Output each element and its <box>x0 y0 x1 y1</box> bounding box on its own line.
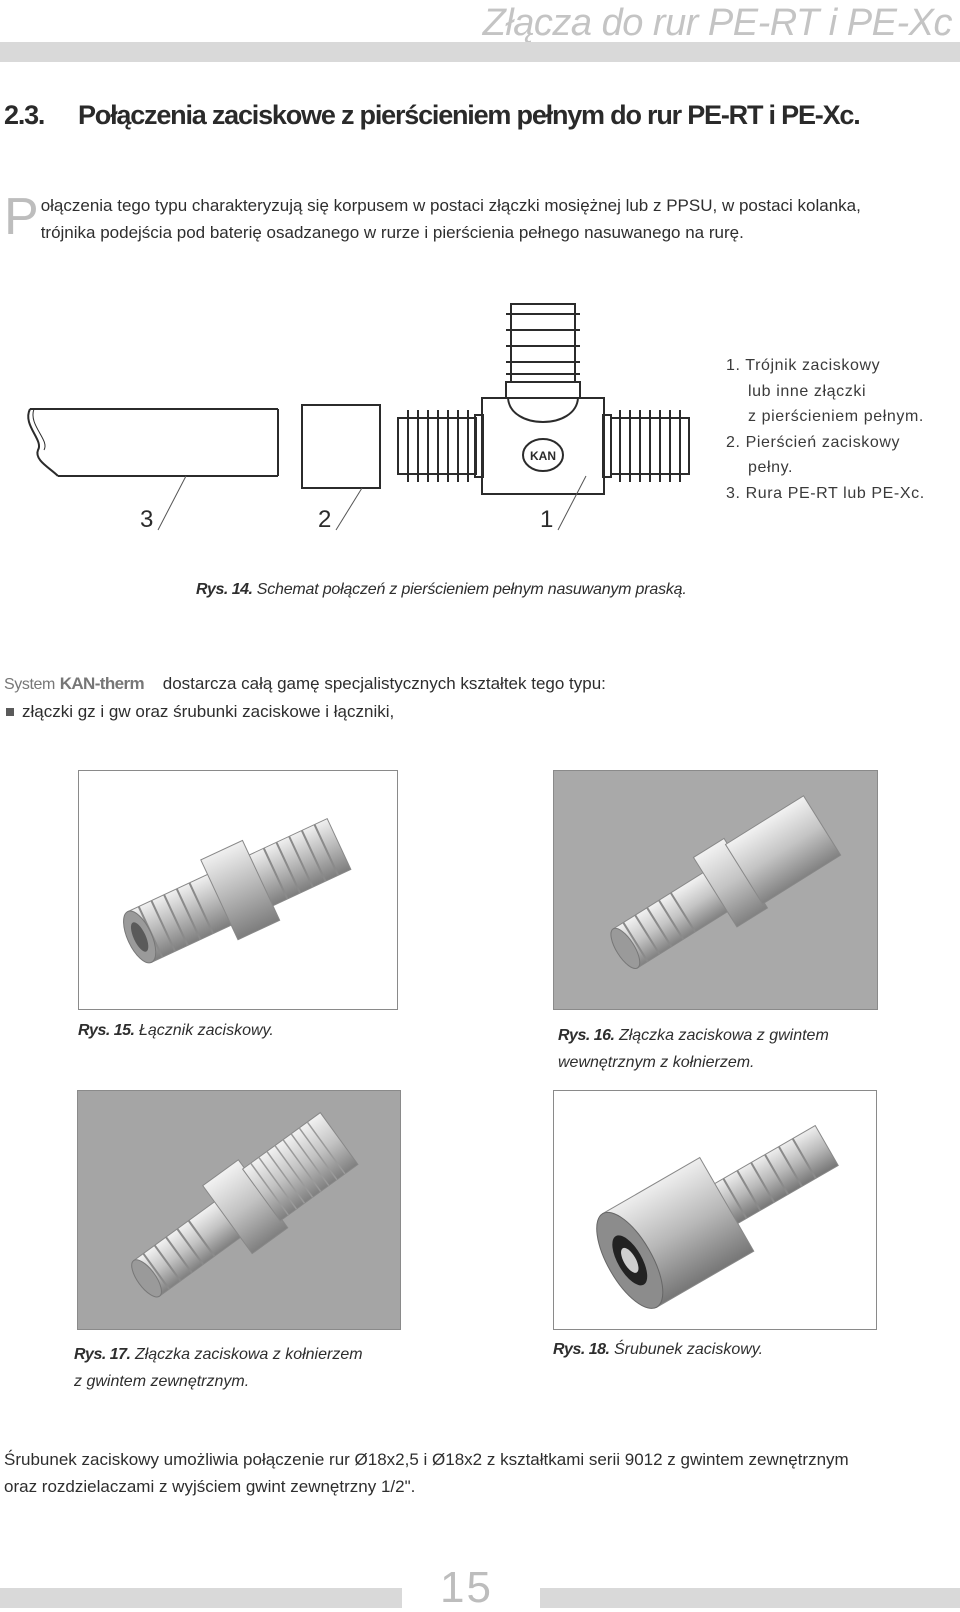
logo-text: KAN <box>530 449 556 463</box>
diagram-label-1: 1 <box>540 506 553 533</box>
intro-paragraph: P ołączenia tego typu charakteryzują się… <box>4 188 954 246</box>
drop-cap: P <box>4 188 39 246</box>
figure-text-line-2: wewnętrznym z kołnierzem. <box>558 1054 755 1071</box>
figure-label: Rys. 16. <box>558 1027 615 1044</box>
closing-line-1: Śrubunek zaciskowy umożliwia połączenie … <box>4 1450 849 1469</box>
system-text: dostarcza całą gamę specjalistycznych ks… <box>162 674 606 693</box>
legend-line: 1. Trójnik zaciskowy <box>726 357 881 374</box>
figure-18-caption: Rys. 18. Śrubunek zaciskowy. <box>553 1341 763 1359</box>
footer-rule-left <box>0 1588 402 1608</box>
section-heading: 2.3. Połączenia zaciskowe z pierścieniem … <box>4 100 861 131</box>
figure-17-caption: Rys. 17. Złączka zaciskowa z kołnierzem … <box>74 1341 363 1395</box>
legend-line: 3. Rura PE-RT lub PE-Xc. <box>726 484 925 502</box>
brand-system: System <box>4 676 55 693</box>
tee-drawing <box>397 303 690 495</box>
legend-line: pełny. <box>748 459 794 476</box>
bullet-item: złączki gz i gw oraz śrubunki zaciskowe … <box>4 702 394 722</box>
pipe-drawing <box>27 408 279 477</box>
photo-union-fitting <box>553 1090 877 1330</box>
figure-15-caption: Rys. 15. Łącznik zaciskowy. <box>78 1022 274 1040</box>
figure-text: Złączka zaciskowa z gwintem <box>618 1027 829 1044</box>
footer-rule-right <box>540 1588 960 1608</box>
closing-paragraph: Śrubunek zaciskowy umożliwia połączenie … <box>4 1446 960 1500</box>
system-intro: System KAN-therm dostarcza całą gamę spe… <box>4 674 606 694</box>
figure-text: Schemat połączeń z pierścieniem pełnym n… <box>256 581 687 598</box>
connection-schematic: KAN 3 2 1 <box>27 303 690 533</box>
intro-line-2: trójnika podejścia pod baterię osadzaneg… <box>40 223 744 242</box>
header-rule <box>0 42 960 62</box>
photo-female-connector <box>553 770 878 1010</box>
diagram-legend: 1. Trójnik zaciskowy lub inne złączki z … <box>726 353 925 506</box>
bullet-text: złączki gz i gw oraz śrubunki zaciskowe … <box>22 702 395 721</box>
closing-line-2: oraz rozdzielaczami z wyjściem gwint zew… <box>4 1477 416 1496</box>
legend-line: z pierścieniem pełnym. <box>748 408 924 425</box>
photo-coupling <box>78 770 398 1010</box>
figure-text: Śrubunek zaciskowy. <box>613 1341 764 1358</box>
diagram-label-3: 3 <box>140 506 153 533</box>
figure-label: Rys. 15. <box>78 1022 135 1039</box>
brand-name: KAN-therm <box>59 674 145 693</box>
section-number: 2.3. <box>4 100 45 130</box>
ring-drawing <box>301 404 381 489</box>
figure-text-line-2: z gwintem zewnętrznym. <box>74 1373 250 1390</box>
page-number: 15 <box>440 1563 493 1612</box>
running-title: Złącza do rur PE-RT i PE-Xc <box>482 2 953 44</box>
legend-line: 2. Pierścień zaciskowy <box>726 433 901 451</box>
figure-text: Łącznik zaciskowy. <box>138 1022 274 1039</box>
diagram-label-2: 2 <box>318 506 331 533</box>
legend-line: lub inne złączki <box>748 382 867 400</box>
figure-16-caption: Rys. 16. Złączka zaciskowa z gwintem wew… <box>558 1022 829 1076</box>
figure-14-caption: Rys. 14. Schemat połączeń z pierścieniem… <box>196 581 687 599</box>
bullet-square-icon <box>6 707 14 716</box>
intro-line-1: ołączenia tego typu charakteryzują się k… <box>40 196 861 215</box>
figure-label: Rys. 17. <box>74 1346 131 1363</box>
figure-label: Rys. 14. <box>196 581 253 598</box>
figure-label: Rys. 18. <box>553 1341 610 1358</box>
photo-male-connector <box>77 1090 401 1330</box>
figure-text: Złączka zaciskowa z kołnierzem <box>134 1346 363 1363</box>
section-title: Połączenia zaciskowe z pierścieniem pełn… <box>78 100 861 130</box>
